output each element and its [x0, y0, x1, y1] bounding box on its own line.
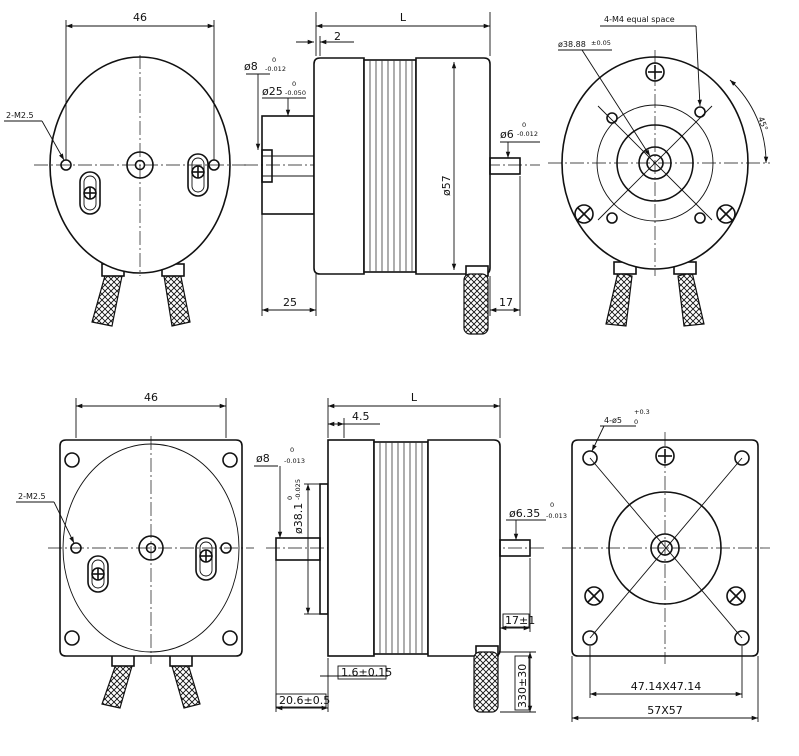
bottom-side-rear-shaft: [499, 539, 531, 557]
top-front-screw-right: [187, 153, 209, 197]
svg-text:+0.3: +0.3: [634, 408, 650, 416]
bottom-side-flange-dim: 4.5: [352, 410, 370, 423]
bottom-side-lead: [473, 651, 499, 713]
bottom-side-shaft-length: 20.6±0.5: [279, 694, 330, 707]
top-side-length-label: L: [400, 11, 407, 24]
top-rear-screw-left: [574, 204, 594, 224]
top-rear-m4-hole-1: [606, 112, 618, 124]
svg-text:±0.05: ±0.05: [591, 39, 611, 47]
bottom-rear-screw-left: [584, 586, 604, 606]
top-side-rear-shaft-dia: ø6: [500, 128, 514, 141]
svg-text:0: 0: [292, 80, 296, 88]
svg-text:-0.050: -0.050: [285, 89, 306, 97]
bottom-rear-screw-right: [726, 586, 746, 606]
bottom-front-screw-right: [195, 537, 217, 581]
top-rear-leads: [605, 261, 705, 327]
bottom-side-rear-shaft-length: 17±1: [505, 614, 535, 627]
top-front-shaft: [126, 151, 154, 179]
svg-text:-0.012: -0.012: [265, 65, 286, 73]
top-side-stator: [363, 59, 417, 273]
top-side-shaft-dia: ø8: [244, 60, 258, 73]
bottom-rear-mount-hole-3: [582, 630, 598, 646]
bottom-rear-mount-hole-2: [734, 450, 750, 466]
bottom-side-length-label: L: [411, 391, 418, 404]
bottom-rear-hole-spacing: 47.14X47.14: [631, 680, 702, 693]
bottom-side-rear-shaft-dia: ø6.35: [509, 507, 540, 520]
bottom-rear-shaft: [657, 540, 673, 556]
top-side-view: L 2 ø8 0 -0.012 ø25 0 -0.050 ø57 ø6 0 -0…: [244, 11, 540, 335]
svg-text:-0.025: -0.025: [294, 479, 302, 500]
top-front-view: 46 2-M2.5: [4, 11, 246, 327]
top-side-shaft: [261, 149, 273, 183]
bottom-rear-mount-hole-4: [734, 630, 750, 646]
top-rear-m4-hole-2: [694, 106, 706, 118]
top-rear-m4-hole-4: [694, 212, 706, 224]
top-front-screw-left: [79, 171, 101, 215]
bottom-side-lead-length: 330±30: [516, 664, 529, 708]
bottom-side-shaft-dia: ø8: [256, 452, 270, 465]
top-side-rear-cap: [415, 57, 491, 275]
bottom-side-shaft: [275, 537, 321, 561]
top-side-cooling-fins: [369, 60, 413, 272]
bottom-front-mount-hole-4: [222, 630, 238, 646]
bottom-side-boss-dia: ø38.1: [292, 503, 305, 534]
bottom-side-view: L 4.5 ø8 0 -0.013 ø38.1 0 -0.025 ø6.35 0…: [254, 391, 567, 713]
bottom-front-width-dim: 46: [144, 391, 158, 404]
top-side-rear-shaft-length: 17: [499, 296, 513, 309]
bottom-rear-screw-top: [655, 446, 675, 466]
svg-text:0: 0: [634, 418, 638, 426]
top-side-front-cap: [313, 57, 365, 275]
top-rear-pcd: ø38.88: [558, 40, 586, 49]
bottom-side-rear-cap: [427, 439, 501, 657]
bottom-side-boss: [319, 483, 329, 615]
svg-text:0: 0: [522, 121, 526, 129]
top-front-width-dim: 46: [133, 11, 147, 24]
svg-text:0: 0: [550, 501, 554, 509]
bottom-front-shaft: [138, 535, 164, 561]
bottom-front-screw-left: [87, 555, 109, 593]
top-front-thread-label: 2-M2.5: [6, 111, 34, 120]
bottom-front-mount-hole-1: [64, 452, 80, 468]
bottom-rear-boss: [608, 491, 722, 605]
svg-text:-0.013: -0.013: [284, 457, 305, 465]
bottom-rear-mount-hole-1: [582, 450, 598, 466]
top-side-lead: [463, 273, 489, 335]
bottom-rear-view: 4-ø5 +0.3 0 47.14X47.14 57X57: [562, 408, 770, 722]
top-side-boss-dia: ø25: [262, 85, 283, 98]
bottom-rear-body-size: 57X57: [647, 704, 683, 717]
svg-text:0: 0: [286, 496, 294, 500]
svg-text:0: 0: [272, 56, 276, 64]
top-side-body-dia: ø57: [440, 175, 453, 196]
bottom-front-m25-hole-right: [220, 542, 232, 554]
bottom-side-flange-thickness: 1.6±0.15: [341, 666, 392, 679]
bottom-front-view: 46 2-M2.5: [16, 391, 254, 709]
top-side-rear-shaft: [489, 157, 521, 175]
top-rear-screw-right: [716, 204, 736, 224]
top-rear-view: 4-M4 equal space ø38.88 ±0.05 45°: [548, 15, 770, 327]
top-rear-m4-hole-3: [606, 212, 618, 224]
top-rear-screw-top: [645, 62, 665, 82]
bottom-front-thread-label: 2-M2.5: [18, 492, 46, 501]
bottom-side-cooling-fins: [379, 442, 423, 654]
svg-text:-0.012: -0.012: [517, 130, 538, 138]
bottom-rear-holes-label: 4-ø5: [604, 416, 622, 425]
svg-text:0: 0: [290, 446, 294, 454]
svg-text:-0.013: -0.013: [546, 512, 567, 520]
bottom-front-m25-hole-left: [70, 542, 82, 554]
bottom-side-stator: [373, 441, 429, 655]
top-side-shaft-length: 25: [283, 296, 297, 309]
top-rear-holes-label: 4-M4 equal space: [604, 15, 675, 24]
top-side-flange-dim: 2: [334, 30, 341, 43]
bottom-side-flange: [327, 439, 375, 657]
bottom-front-mount-hole-3: [64, 630, 80, 646]
top-rear-angle: 45°: [756, 116, 769, 132]
bottom-front-mount-hole-2: [222, 452, 238, 468]
